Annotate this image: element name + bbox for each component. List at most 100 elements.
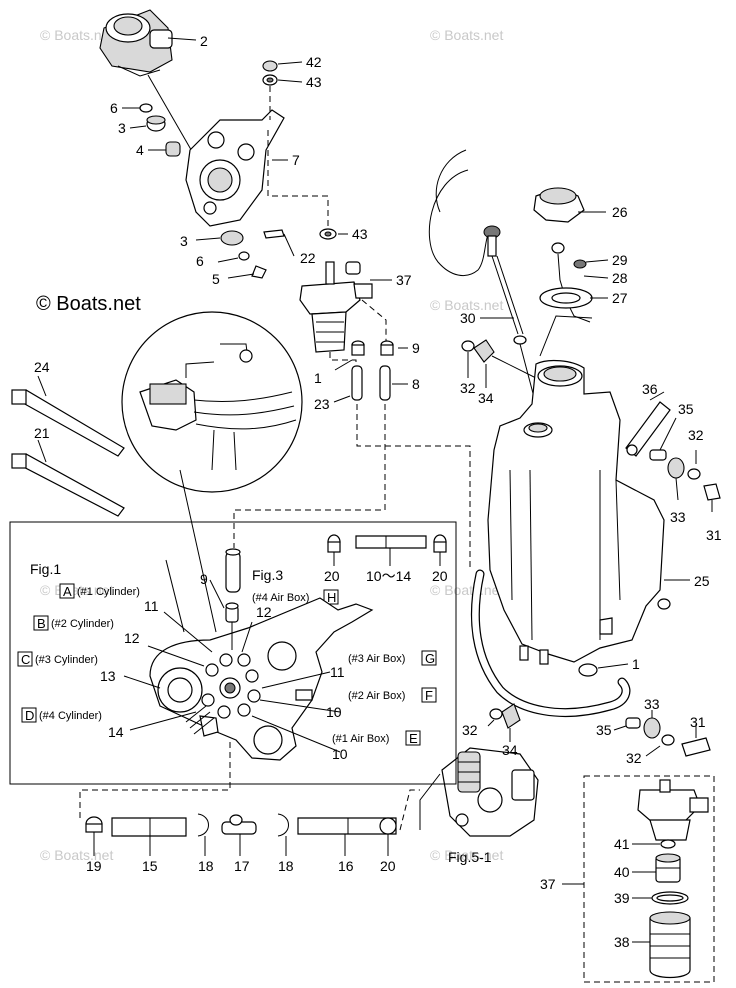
callout-number: 27 [612, 290, 628, 306]
air-box-label-g: (#3 Air Box) G [348, 650, 437, 666]
air-box-label-f: (#2 Air Box) F [348, 687, 437, 703]
part-37-exploded-frame [583, 775, 715, 983]
part-42-43-washers [262, 60, 303, 120]
callout-number: 15 [142, 858, 158, 874]
part-7-bracket [185, 109, 288, 227]
watermark: © Boats.net [430, 297, 503, 313]
air-box-label-h: (#4 Air Box) H [252, 589, 339, 605]
callout-number: 5 [212, 271, 220, 287]
callout-number: 1 [314, 370, 322, 386]
part-24-cable-tie [11, 375, 125, 457]
callout-number: 32 [460, 380, 476, 396]
part-43-washer-lower [319, 228, 348, 240]
part-21-cable-tie [11, 439, 125, 517]
callout-number: 32 [626, 750, 642, 766]
watermark: © Boats.net [430, 582, 503, 598]
cylinder-letter: C [21, 652, 30, 667]
callout-number: 18 [198, 858, 214, 874]
copyright-label: © Boats.net [36, 293, 141, 315]
fig-5-1-fuel-pump [419, 747, 539, 837]
callout-number: 24 [34, 359, 50, 375]
part-6-3-4-left-top [122, 103, 181, 157]
callout-number: 30 [460, 310, 476, 326]
fig-3-title: Fig.3 [252, 567, 283, 583]
cylinder-label-d: D (#4 Cylinder) [21, 707, 102, 723]
cylinder-text: (#2 Cylinder) [51, 618, 114, 630]
callout-number: 4 [136, 142, 144, 158]
part-37-fuel-filter [299, 261, 392, 353]
callout-number: 34 [478, 390, 494, 406]
part-29-28-27-cap-parts [539, 242, 609, 357]
watermark: © Boats.net [430, 27, 503, 43]
callout-number: 22 [300, 250, 316, 266]
part-35-33-32-31-lower [613, 710, 711, 757]
callout-number: 11 [144, 598, 159, 614]
air-box-text: (#1 Air Box) [332, 733, 389, 745]
callout-number: 6 [196, 253, 204, 269]
fig-3-hoses [327, 534, 447, 566]
callout-number: 29 [612, 252, 628, 268]
air-box-letter: E [409, 731, 418, 746]
cylinder-label-b: B (#2 Cylinder) [33, 615, 114, 631]
callout-number: 35 [678, 401, 694, 417]
callout-number: 10 [332, 746, 348, 762]
callout-number: 21 [34, 425, 50, 441]
callout-number: 17 [234, 858, 250, 874]
callout-number: 11 [330, 664, 345, 680]
callout-number: 12 [256, 604, 272, 620]
cylinder-text: (#4 Cylinder) [39, 710, 102, 722]
air-box-text: (#4 Air Box) [252, 592, 309, 604]
callout-number: 31 [690, 714, 706, 730]
callout-number: 28 [612, 270, 628, 286]
part-26-tank-cap [533, 187, 606, 223]
cylinder-letter: D [25, 708, 34, 723]
callout-number: 32 [688, 427, 704, 443]
callout-number: 9 [200, 571, 208, 587]
callout-number: 43 [352, 226, 368, 242]
air-box-letter: F [425, 688, 433, 703]
callout-number: 37 [396, 272, 412, 288]
watermarks: © Boats.net © Boats.net © Boats.net © Bo… [40, 27, 503, 863]
watermark: © Boats.net [430, 847, 503, 863]
part-3-6-5-22-lower [195, 229, 295, 279]
part-32-34-top [461, 339, 541, 388]
callout-number: 33 [670, 509, 686, 525]
callout-number: 41 [614, 836, 630, 852]
air-box-text: (#3 Air Box) [348, 653, 405, 665]
detail-callout-circle [121, 311, 303, 493]
air-box-label-e: (#1 Air Box) E [332, 730, 421, 746]
callout-number: 10 [326, 704, 342, 720]
cylinder-text: (#1 Cylinder) [77, 586, 140, 598]
cylinder-letter: B [37, 616, 46, 631]
callout-number: 34 [502, 742, 518, 758]
part-1-9-8-23 [333, 340, 408, 403]
callout-number: 1 [632, 656, 640, 672]
cylinder-letter: A [63, 584, 72, 599]
part-30-fuel-gauge [428, 149, 541, 421]
watermark: © Boats.net [40, 582, 113, 598]
callout-number: 18 [278, 858, 294, 874]
fig-1-title: Fig.1 [30, 561, 61, 577]
bottom-hose-parts [85, 813, 397, 856]
callout-number: 8 [412, 376, 420, 392]
callout-number: 33 [644, 696, 660, 712]
callout-number: 3 [180, 233, 188, 249]
watermark: © Boats.net [40, 847, 113, 863]
callout-number: 20 [432, 568, 448, 584]
callout-number: 12 [124, 630, 140, 646]
part-32-34-lower [487, 703, 521, 742]
part-35-33-32-31-right [649, 417, 721, 512]
air-box-letter: H [327, 590, 336, 605]
callout-number: 42 [306, 54, 322, 70]
callout-number: 20 [324, 568, 340, 584]
callout-number: 36 [642, 381, 658, 397]
callout-number: 38 [614, 934, 630, 950]
callout-number: 9 [412, 340, 420, 356]
watermark: © Boats.net [40, 27, 113, 43]
part-37-exploded [632, 779, 709, 979]
fig-1-distribution-plate [149, 597, 374, 761]
cylinder-text: (#3 Cylinder) [35, 654, 98, 666]
callout-number: 31 [706, 527, 722, 543]
callout-number: 7 [292, 152, 300, 168]
callout-number: 35 [596, 722, 612, 738]
